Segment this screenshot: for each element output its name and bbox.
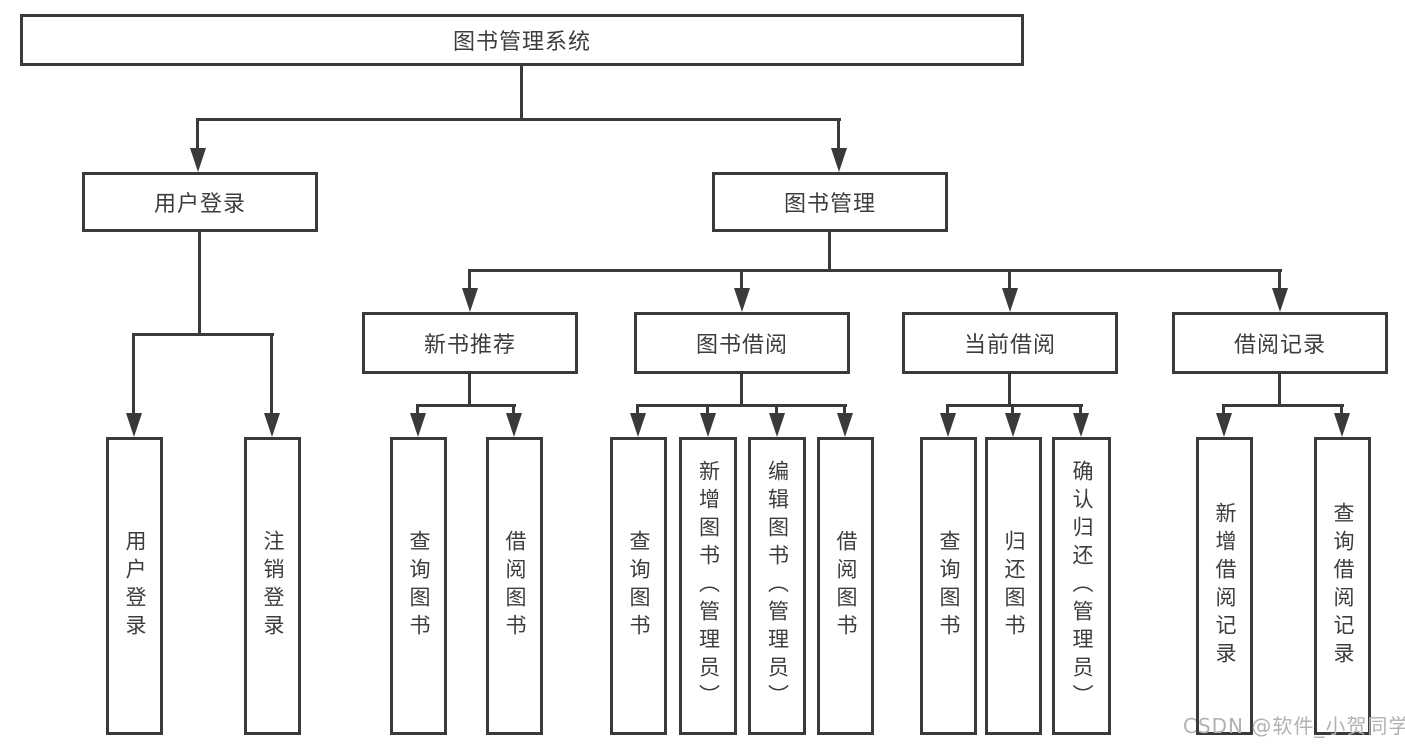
node-label: 查询图书 <box>937 530 961 642</box>
leaf-query-borrow-record: 查询借阅记录 <box>1314 437 1371 735</box>
connector-line <box>468 374 471 407</box>
node-label: 查询借阅记录 <box>1331 502 1355 670</box>
leaf-confirm-return-admin: 确认归还（管理员） <box>1052 437 1111 735</box>
arrow-down-icon <box>1005 413 1021 437</box>
leaf-edit-book-admin: 编辑图书（管理员） <box>748 437 806 735</box>
arrow-down-icon <box>126 413 142 437</box>
connector-line <box>468 269 471 291</box>
arrow-down-icon <box>1216 413 1232 437</box>
watermark: CSDN @软件_小贺同学 <box>1183 714 1405 738</box>
node-label: 确认归还（管理员） <box>1070 460 1094 712</box>
node-label: 新增图书（管理员） <box>696 460 721 712</box>
arrow-down-icon <box>190 148 206 172</box>
arrow-down-icon <box>264 413 280 437</box>
connector-line <box>270 333 273 415</box>
connector-line <box>843 404 846 415</box>
connector-line <box>133 333 274 336</box>
connector-line <box>1011 404 1014 415</box>
connector-line <box>197 118 841 121</box>
connector-line <box>946 404 1083 407</box>
connector-line <box>636 404 639 415</box>
arrow-down-icon <box>630 413 646 437</box>
node-label: 借阅记录 <box>1233 333 1326 358</box>
connector-line <box>1340 404 1343 415</box>
node-label: 注销登录 <box>261 530 285 642</box>
leaf-query-books-recommend: 查询图书 <box>390 437 447 735</box>
leaf-borrow-books-recommend: 借阅图书 <box>486 437 543 735</box>
node-label: 编辑图书（管理员） <box>765 460 790 712</box>
arrow-down-icon <box>831 148 847 172</box>
arrow-down-icon <box>1073 413 1089 437</box>
leaf-query-books-current: 查询图书 <box>920 437 977 735</box>
leaf-user-login: 用户登录 <box>106 437 163 735</box>
connector-line <box>416 404 516 407</box>
node-borrowing-records: 借阅记录 <box>1172 312 1388 374</box>
arrow-down-icon <box>700 413 716 437</box>
node-label: 新增借阅记录 <box>1213 502 1237 670</box>
leaf-logout: 注销登录 <box>244 437 301 735</box>
leaf-borrow-books: 借阅图书 <box>817 437 874 735</box>
connector-line <box>512 404 515 415</box>
connector-line <box>706 404 709 415</box>
leaf-add-book-admin: 新增图书（管理员） <box>679 437 737 735</box>
arrow-down-icon <box>1272 288 1288 312</box>
node-label: 用户登录 <box>153 192 246 217</box>
node-label: 归还图书 <box>1002 530 1026 642</box>
connector-line <box>1079 404 1082 415</box>
node-current-borrowing: 当前借阅 <box>902 312 1118 374</box>
connector-line <box>468 269 1282 272</box>
node-new-book-recommend: 新书推荐 <box>362 312 578 374</box>
connector-line <box>1222 404 1344 407</box>
connector-line <box>837 118 840 150</box>
node-user-login: 用户登录 <box>82 172 318 232</box>
leaf-return-books: 归还图书 <box>985 437 1042 735</box>
arrow-down-icon <box>1002 288 1018 312</box>
leaf-query-books-borrowing: 查询图书 <box>610 437 667 735</box>
arrow-down-icon <box>462 288 478 312</box>
arrow-down-icon <box>837 413 853 437</box>
node-label: 查询图书 <box>627 530 651 642</box>
node-label: 借阅图书 <box>834 530 858 642</box>
node-label: 用户登录 <box>123 530 147 642</box>
node-book-management: 图书管理 <box>712 172 948 232</box>
connector-line <box>1278 269 1281 291</box>
connector-line <box>1222 404 1225 415</box>
node-label: 图书管理 <box>783 192 876 217</box>
node-label: 新书推荐 <box>423 333 516 358</box>
connector-line <box>636 404 847 407</box>
connector-line <box>775 404 778 415</box>
node-book-borrowing: 图书借阅 <box>634 312 850 374</box>
arrow-down-icon <box>734 288 750 312</box>
node-label: 图书借阅 <box>695 333 788 358</box>
connector-line <box>828 232 831 271</box>
node-label: 查询图书 <box>407 530 431 642</box>
connector-line <box>416 404 419 415</box>
connector-line <box>196 118 199 150</box>
arrow-down-icon <box>410 413 426 437</box>
arrow-down-icon <box>940 413 956 437</box>
node-label: 借阅图书 <box>503 530 527 642</box>
connector-line <box>198 232 201 335</box>
connector-line <box>1008 374 1011 407</box>
connector-line <box>520 66 523 120</box>
connector-line <box>1008 269 1011 291</box>
leaf-add-borrow-record: 新增借阅记录 <box>1196 437 1253 735</box>
node-root-system: 图书管理系统 <box>20 14 1024 66</box>
connector-line <box>946 404 949 415</box>
arrow-down-icon <box>769 413 785 437</box>
connector-line <box>132 333 135 415</box>
arrow-down-icon <box>506 413 522 437</box>
connector-line <box>740 374 743 407</box>
arrow-down-icon <box>1334 413 1350 437</box>
node-label: 图书管理系统 <box>452 30 591 55</box>
connector-line <box>1278 374 1281 407</box>
node-label: 当前借阅 <box>963 333 1056 358</box>
connector-line <box>740 269 743 291</box>
